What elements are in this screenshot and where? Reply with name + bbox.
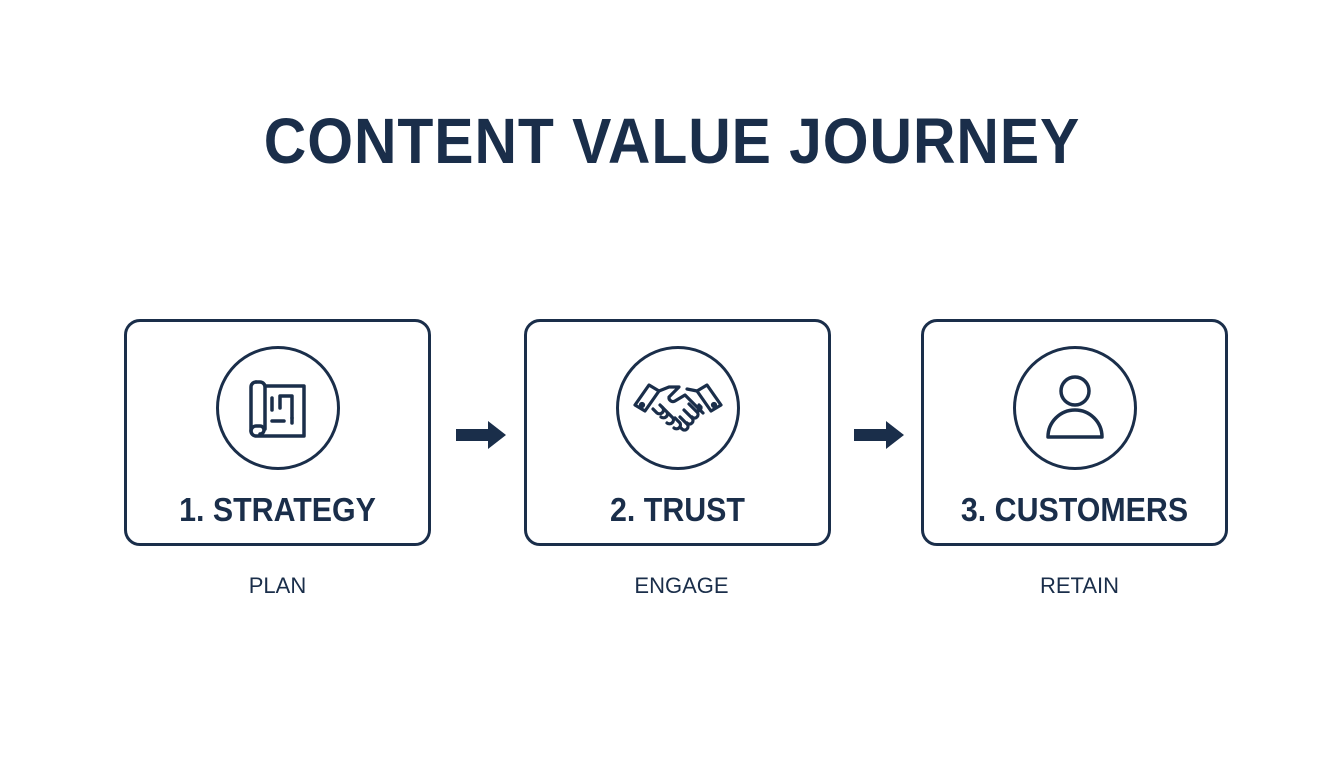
- user-icon: [1045, 375, 1104, 439]
- step-strategy-box: 1. STRATEGY: [124, 319, 431, 546]
- step-icon-circle: [615, 346, 740, 470]
- diagram-title: CONTENT VALUE JOURNEY: [263, 105, 1081, 177]
- blueprint-icon: [248, 380, 306, 438]
- step-label: 1. STRATEGY: [179, 491, 376, 528]
- handshake-icon: [632, 383, 723, 432]
- step-customers-box: 3. CUSTOMERS: [921, 319, 1228, 546]
- step-icon-circle: [215, 346, 340, 470]
- arrow-right-icon: [854, 421, 904, 449]
- step-caption: ENGAGE: [634, 573, 729, 598]
- step-trust-box: 2. TRUST: [524, 319, 831, 546]
- step-caption: PLAN: [248, 573, 307, 598]
- step-label: 3. CUSTOMERS: [960, 491, 1189, 528]
- step-icon-circle: [1012, 346, 1137, 470]
- arrow-right-icon: [456, 421, 506, 449]
- step-caption: RETAIN: [1039, 573, 1120, 598]
- step-label: 2. TRUST: [610, 491, 745, 528]
